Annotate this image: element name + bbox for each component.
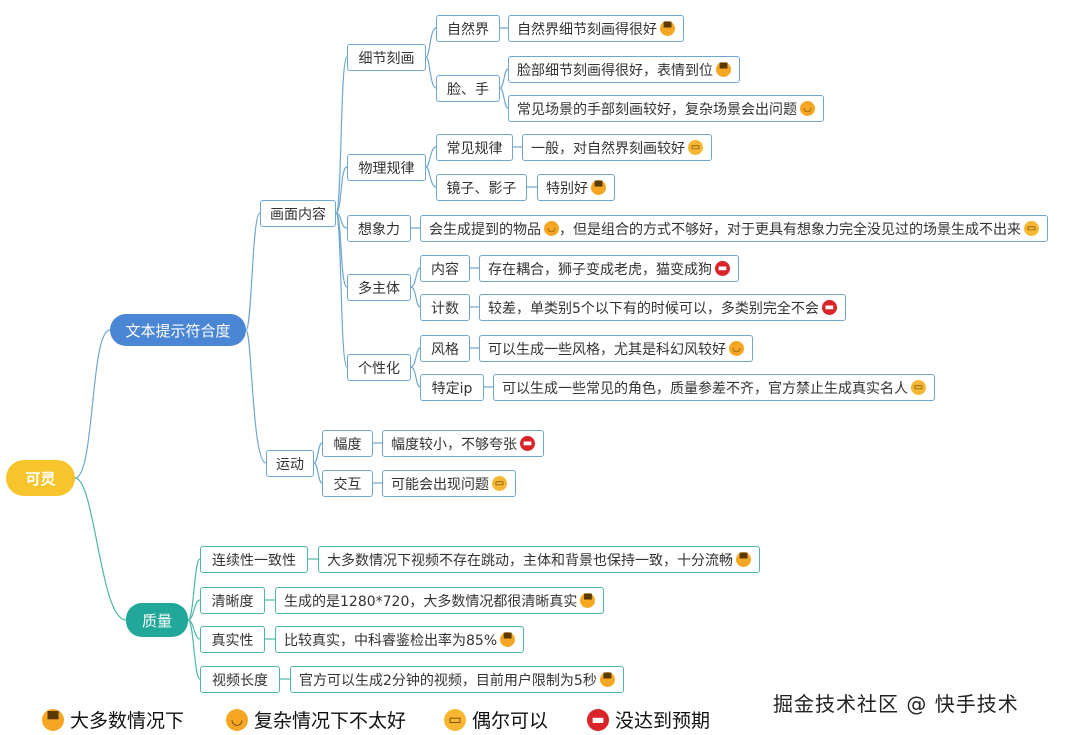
leaf-common-rules: 一般，对自然界刻画较好▭ bbox=[522, 134, 712, 161]
node-clarity[interactable]: 清晰度 bbox=[200, 587, 265, 614]
grimace-emoji-icon: ▭ bbox=[1024, 221, 1039, 236]
grin-emoji-icon: ▀ bbox=[42, 708, 64, 731]
leaf-text: 可以生成一些常见的角色，质量参差不齐，官方禁止生成真实名人 bbox=[502, 380, 908, 397]
leaf-text: ，但是组合的方式不够好，对于更具有想象力完全没见过的场景生成不出来 bbox=[559, 221, 1021, 238]
node-amplitude[interactable]: 幅度 bbox=[322, 430, 373, 457]
leaf-continuity: 大多数情况下视频不存在跳动，主体和背景也保持一致，十分流畅▀ bbox=[318, 546, 760, 573]
grimace-emoji-icon: ▭ bbox=[492, 476, 507, 491]
node-personalization[interactable]: 个性化 bbox=[347, 354, 411, 381]
leaf-clarity: 生成的是1280*720，大多数情况都很清晰真实▀ bbox=[275, 587, 605, 614]
leaf-content: 存在耦合，狮子变成老虎，猫变成狗▬ bbox=[479, 255, 739, 282]
legend-bad: ▬ 没达到预期 bbox=[587, 706, 710, 733]
legend-label: 没达到预期 bbox=[615, 710, 711, 732]
node-specific-ip[interactable]: 特定ip bbox=[420, 374, 484, 401]
node-imagination[interactable]: 想象力 bbox=[347, 215, 411, 242]
leaf-length: 官方可以生成2分钟的视频，目前用户限制为5秒▀ bbox=[290, 666, 624, 693]
leaf-imagination: 会生成提到的物品◡，但是组合的方式不够好，对于更具有想象力完全没见过的场景生成不… bbox=[420, 215, 1048, 242]
grin-emoji-icon: ▀ bbox=[599, 672, 615, 687]
grimace-emoji-icon: ▭ bbox=[911, 380, 926, 395]
legend-ok: ▭ 偶尔可以 bbox=[444, 706, 548, 733]
node-realism[interactable]: 真实性 bbox=[200, 626, 265, 653]
leaf-counting: 较差，单类别5个以下有的时候可以，多类别完全不会▬ bbox=[479, 294, 846, 321]
leaf-text: 存在耦合，狮子变成老虎，猫变成狗 bbox=[488, 261, 712, 278]
leaf-text: 常见场景的手部刻画较好，复杂场景会出问题 bbox=[517, 101, 797, 118]
node-interaction[interactable]: 交互 bbox=[322, 470, 373, 497]
node-face-hand[interactable]: 脸、手 bbox=[436, 75, 500, 102]
leaf-text: 较差，单类别5个以下有的时候可以，多类别完全不会 bbox=[488, 300, 819, 317]
angry-emoji-icon: ▬ bbox=[715, 261, 730, 276]
leaf-text: 比较真实，中科睿鉴检出率为85% bbox=[284, 632, 498, 649]
legend-label: 复杂情况下不太好 bbox=[254, 710, 407, 732]
grin-emoji-icon: ▀ bbox=[591, 180, 606, 195]
grin-emoji-icon: ▀ bbox=[580, 593, 596, 608]
legend-label: 大多数情况下 bbox=[70, 710, 185, 732]
legend-label: 偶尔可以 bbox=[472, 710, 549, 732]
angry-emoji-icon: ▬ bbox=[520, 436, 535, 451]
root-node[interactable]: 可灵 bbox=[6, 460, 75, 496]
leaf-amplitude: 幅度较小，不够夸张▬ bbox=[382, 430, 544, 457]
leaf-text: 可以生成一些风格，尤其是科幻风较好 bbox=[488, 341, 726, 358]
grin-emoji-icon: ▀ bbox=[736, 552, 751, 567]
leaf-text: 自然界细节刻画得很好 bbox=[517, 21, 657, 38]
smile-emoji-icon: ◡ bbox=[800, 101, 815, 116]
smile-emoji-icon: ◡ bbox=[226, 708, 248, 731]
leaf-hand: 常见场景的手部刻画较好，复杂场景会出问题◡ bbox=[508, 95, 824, 122]
leaf-text: 幅度较小，不够夸张 bbox=[391, 436, 517, 453]
grin-emoji-icon: ▀ bbox=[500, 632, 516, 647]
node-physics[interactable]: 物理规律 bbox=[347, 154, 426, 181]
leaf-text: 脸部细节刻画得很好，表情到位 bbox=[517, 62, 713, 79]
node-multi-subject[interactable]: 多主体 bbox=[347, 274, 411, 301]
leaf-text: 一般，对自然界刻画较好 bbox=[531, 140, 685, 157]
leaf-interaction: 可能会出现问题▭ bbox=[382, 470, 516, 497]
smile-emoji-icon: ◡ bbox=[544, 221, 559, 236]
node-continuity[interactable]: 连续性一致性 bbox=[200, 546, 308, 573]
watermark: 掘金技术社区 @ 快手技术 bbox=[773, 692, 1019, 716]
node-motion[interactable]: 运动 bbox=[266, 450, 314, 477]
node-content[interactable]: 内容 bbox=[420, 255, 470, 282]
leaf-realism: 比较真实，中科睿鉴检出率为85%▀ bbox=[275, 626, 525, 653]
leaf-text: 特别好 bbox=[546, 180, 588, 197]
node-mirror-shadow[interactable]: 镜子、影子 bbox=[436, 174, 527, 201]
grimace-emoji-icon: ▭ bbox=[688, 140, 703, 155]
node-picture-content[interactable]: 画面内容 bbox=[260, 200, 336, 227]
leaf-style: 可以生成一些风格，尤其是科幻风较好◡ bbox=[479, 335, 753, 362]
node-detail[interactable]: 细节刻画 bbox=[347, 44, 426, 71]
leaf-mirror: 特别好▀ bbox=[537, 174, 615, 201]
leaf-text: 可能会出现问题 bbox=[391, 476, 489, 493]
leaf-specific-ip: 可以生成一些常见的角色，质量参差不齐，官方禁止生成真实名人▭ bbox=[493, 374, 935, 401]
node-length[interactable]: 视频长度 bbox=[200, 666, 280, 693]
grimace-emoji-icon: ▭ bbox=[444, 708, 466, 731]
leaf-face: 脸部细节刻画得很好，表情到位▀ bbox=[508, 56, 740, 83]
leaf-text: 会生成提到的物品 bbox=[429, 221, 541, 238]
branch-prompt-fidelity[interactable]: 文本提示符合度 bbox=[110, 314, 246, 346]
angry-emoji-icon: ▬ bbox=[821, 300, 837, 315]
branch-quality[interactable]: 质量 bbox=[126, 603, 188, 637]
legend-good: ◡ 复杂情况下不太好 bbox=[226, 706, 406, 733]
leaf-text: 官方可以生成2分钟的视频，目前用户限制为5秒 bbox=[299, 672, 597, 689]
smile-emoji-icon: ◡ bbox=[729, 341, 744, 356]
node-nature[interactable]: 自然界 bbox=[436, 15, 500, 42]
leaf-text: 生成的是1280*720，大多数情况都很清晰真实 bbox=[284, 593, 578, 610]
legend-great: ▀ 大多数情况下 bbox=[42, 706, 184, 733]
node-common-rules[interactable]: 常见规律 bbox=[436, 134, 513, 161]
grin-emoji-icon: ▀ bbox=[660, 21, 675, 36]
grin-emoji-icon: ▀ bbox=[716, 62, 731, 77]
node-style[interactable]: 风格 bbox=[420, 335, 470, 362]
node-counting[interactable]: 计数 bbox=[420, 294, 470, 321]
leaf-nature: 自然界细节刻画得很好▀ bbox=[508, 15, 684, 42]
angry-emoji-icon: ▬ bbox=[587, 708, 609, 731]
leaf-text: 大多数情况下视频不存在跳动，主体和背景也保持一致，十分流畅 bbox=[327, 552, 733, 569]
